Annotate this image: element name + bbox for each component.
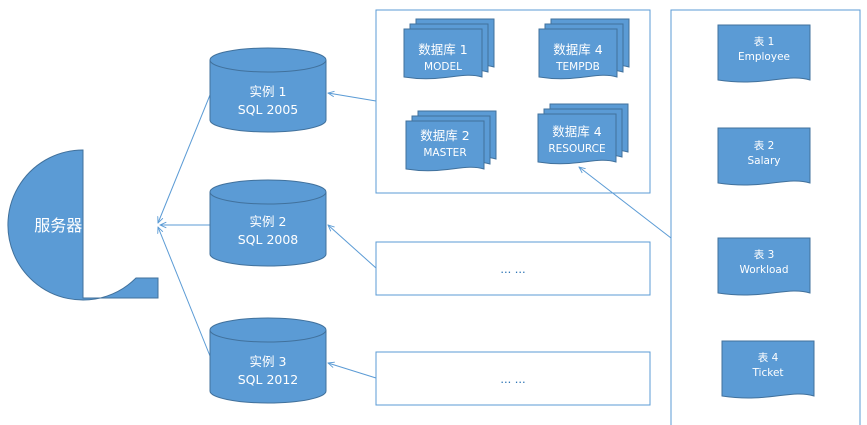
instance-2-version: SQL 2008 <box>238 232 299 247</box>
database-1-name: 数据库 1 <box>418 42 467 57</box>
table-3-name: 表 3 <box>754 248 775 261</box>
placeholder-box-1: ... ... <box>375 241 651 296</box>
server-label: 服务器 (硬件) <box>34 216 132 235</box>
table-1-sub: Employee <box>738 51 790 63</box>
table-2-sub: Salary <box>748 155 781 167</box>
database-3-name: 数据库 2 <box>420 128 469 143</box>
database-container <box>375 9 651 194</box>
instance-1: 实例 1 SQL 2005 <box>209 47 327 133</box>
table-2-name: 表 2 <box>754 139 775 152</box>
table-1-name: 表 1 <box>754 35 775 48</box>
server-connectors <box>158 94 211 357</box>
instance-3-name: 实例 3 <box>250 354 287 369</box>
database-4-sub: RESOURCE <box>548 143 605 155</box>
database-4-name: 数据库 4 <box>552 124 601 139</box>
table-3-sub: Workload <box>739 264 788 276</box>
database-3-sub: MASTER <box>423 147 466 159</box>
instance-2-name: 实例 2 <box>250 214 287 229</box>
tables-panel <box>670 9 861 425</box>
server-shape: 服务器 (硬件) <box>7 149 159 301</box>
table-2: 表 2 Salary <box>717 127 811 186</box>
database-2: 数据库 4 TEMPDB <box>538 18 630 80</box>
database-1-sub: MODEL <box>424 61 462 73</box>
tables-connector <box>579 167 672 239</box>
placeholder-1-text: ... ... <box>500 261 525 276</box>
database-4: 数据库 4 RESOURCE <box>537 103 629 165</box>
placeholder-box-2: ... ... <box>375 351 651 406</box>
instance-1-version: SQL 2005 <box>238 102 299 117</box>
database-2-sub: TEMPDB <box>555 61 600 73</box>
database-2-name: 数据库 4 <box>553 42 602 57</box>
instance-2: 实例 2 SQL 2008 <box>209 179 327 267</box>
instance-1-name: 实例 1 <box>250 84 287 99</box>
placeholder-2-text: ... ... <box>500 371 525 386</box>
database-1: 数据库 1 MODEL <box>403 18 495 80</box>
table-4-name: 表 4 <box>758 351 779 364</box>
instance-3: 实例 3 SQL 2012 <box>209 317 327 404</box>
table-4: 表 4 Ticket <box>721 340 815 399</box>
table-1: 表 1 Employee <box>717 24 811 83</box>
table-4-sub: Ticket <box>751 367 783 379</box>
database-3: 数据库 2 MASTER <box>405 110 497 172</box>
instance-connectors <box>328 93 377 379</box>
instance-3-version: SQL 2012 <box>238 372 299 387</box>
table-3: 表 3 Workload <box>717 237 811 296</box>
